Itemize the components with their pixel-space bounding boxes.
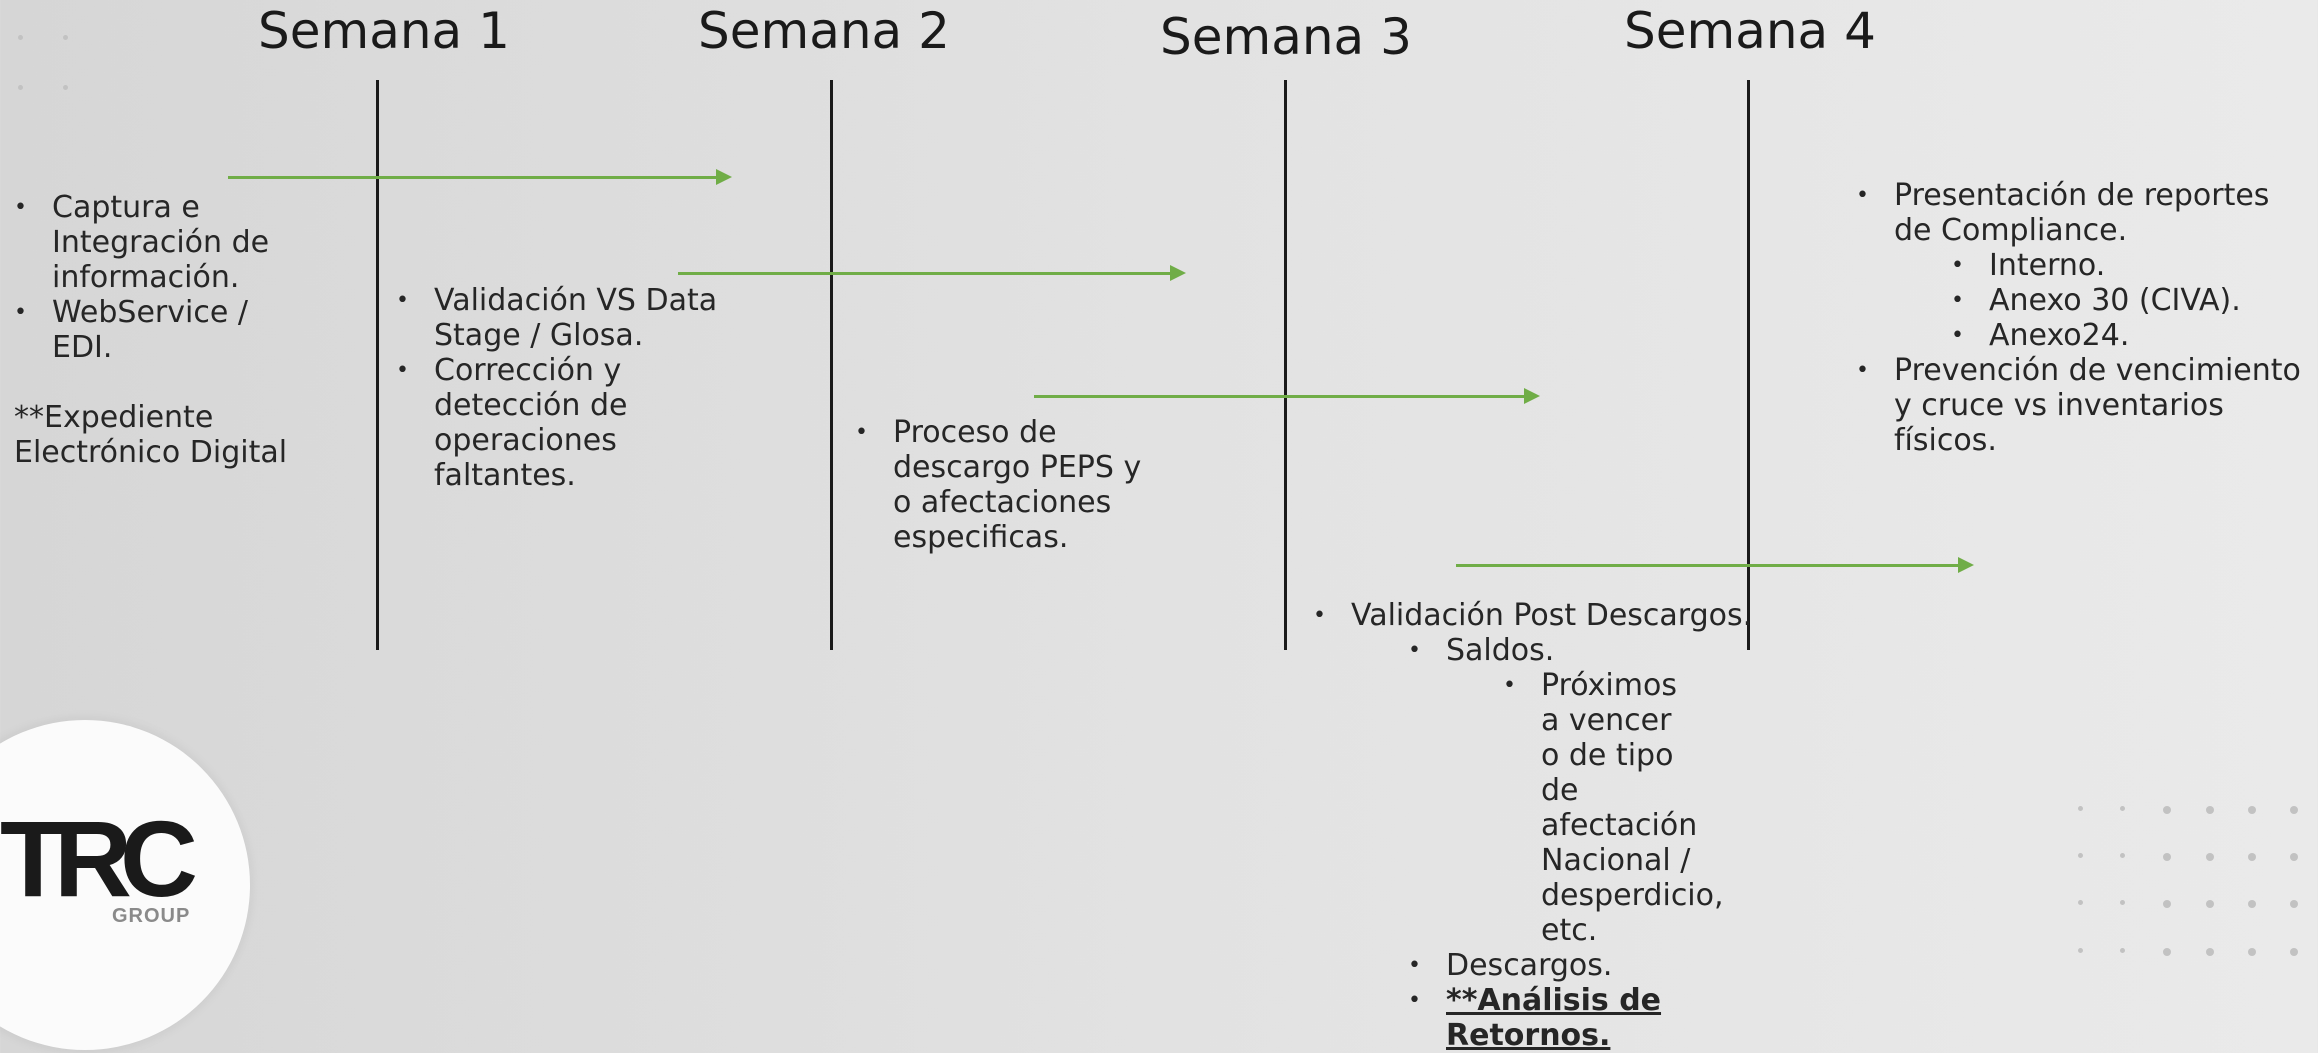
decor-dot — [2248, 806, 2256, 814]
progress-arrow-2 — [678, 265, 1186, 281]
decor-dot — [2206, 948, 2214, 956]
decor-dot — [2290, 900, 2298, 908]
decor-dot — [2120, 948, 2125, 953]
week-title-1: Semana 1 — [258, 2, 510, 60]
week3-list: Proceso de descargo PEPS y o afectacione… — [855, 415, 1155, 555]
week2-list: Validación VS Data Stage / Glosa. Correc… — [396, 283, 726, 493]
week4-item: Presentación de reportes de Compliance. … — [1856, 178, 2308, 353]
week-divider-4 — [1747, 80, 1750, 650]
decor-dot — [2163, 900, 2171, 908]
saldos-item: Saldos. Próximos a vencer o de tipo de a… — [1408, 633, 1793, 948]
decor-dot — [2078, 806, 2083, 811]
week4-item: Prevención de vencimiento y cruce vs inv… — [1856, 353, 2308, 458]
decor-dot — [63, 85, 68, 90]
decor-dot — [2078, 948, 2083, 953]
saldos-sublist: Próximos a vencer o de tipo de afectació… — [1503, 668, 1793, 948]
decor-dot — [2248, 853, 2256, 861]
week1-note: **Expediente Electrónico Digital — [14, 400, 288, 470]
decor-dot — [2078, 900, 2083, 905]
week-title-3: Semana 3 — [1160, 8, 1412, 66]
logo-mark: TRC — [0, 798, 198, 919]
progress-arrow-3 — [1034, 388, 1540, 404]
descargos-item: Descargos. — [1408, 948, 1793, 983]
week-title-2: Semana 2 — [698, 2, 950, 60]
post-descargos-label: Validación Post Descargos. — [1351, 598, 1753, 633]
week4-subitem: Interno. — [1951, 248, 2308, 283]
decor-dot — [2206, 853, 2214, 861]
decor-dot — [2206, 806, 2214, 814]
week3-block: Proceso de descargo PEPS y o afectacione… — [855, 415, 1155, 555]
decor-dot — [2163, 948, 2171, 956]
logo-subtitle: GROUP — [112, 905, 191, 927]
decor-dot — [2290, 806, 2298, 814]
retornos-label: **Análisis de Retornos. — [1446, 983, 1662, 1053]
decor-dot — [2290, 948, 2298, 956]
week1-list: Captura e Integración de información. We… — [14, 190, 314, 365]
week4-item-label: Presentación de reportes de Compliance. — [1894, 178, 2270, 248]
week-divider-1 — [376, 80, 379, 650]
decor-dot — [18, 85, 23, 90]
saldos-label: Saldos. — [1446, 633, 1555, 668]
post-descargos-list: Validación Post Descargos. Saldos. Próxi… — [1313, 598, 1793, 1053]
week4-list: Presentación de reportes de Compliance. … — [1856, 178, 2308, 458]
week3-item: Proceso de descargo PEPS y o afectacione… — [855, 415, 1143, 555]
proximos-item: Próximos a vencer o de tipo de afectació… — [1503, 668, 1724, 948]
post-descargos-sublist: Saldos. Próximos a vencer o de tipo de a… — [1408, 633, 1793, 1053]
week-title-4: Semana 4 — [1624, 2, 1876, 60]
decor-dot — [2163, 806, 2171, 814]
decor-dot — [18, 35, 23, 40]
decor-dot — [2248, 948, 2256, 956]
decor-dot — [2120, 853, 2125, 858]
decor-dot — [2248, 900, 2256, 908]
week2-item: Corrección y detección de operaciones fa… — [396, 353, 654, 493]
post-descargos-block: Validación Post Descargos. Saldos. Próxi… — [1313, 598, 1793, 1053]
week4-subitem: Anexo 30 (CIVA). — [1951, 283, 2308, 318]
week1-block: Captura e Integración de información. We… — [14, 190, 314, 470]
decor-dot — [2290, 853, 2298, 861]
week-divider-3 — [1284, 80, 1287, 650]
post-descargos-item: Validación Post Descargos. Saldos. Próxi… — [1313, 598, 1793, 1053]
decor-dot — [2120, 806, 2125, 811]
decor-dot — [2120, 900, 2125, 905]
week1-item: Captura e Integración de información. — [14, 190, 314, 295]
retornos-item: **Análisis de Retornos. — [1408, 983, 1793, 1053]
week4-subitem: Anexo24. — [1951, 318, 2308, 353]
progress-arrow-1 — [228, 169, 732, 185]
week2-item: Validación VS Data Stage / Glosa. — [396, 283, 726, 353]
decor-dot — [2163, 853, 2171, 861]
week4-sublist: Interno. Anexo 30 (CIVA). Anexo24. — [1951, 248, 2308, 353]
decor-dot — [2078, 853, 2083, 858]
week2-block: Validación VS Data Stage / Glosa. Correc… — [396, 283, 726, 493]
decor-dot — [2206, 900, 2214, 908]
week1-item: WebService / EDI. — [14, 295, 314, 365]
week4-block: Presentación de reportes de Compliance. … — [1856, 178, 2308, 458]
progress-arrow-4 — [1456, 557, 1974, 573]
week-divider-2 — [830, 80, 833, 650]
decor-dot — [63, 35, 68, 40]
